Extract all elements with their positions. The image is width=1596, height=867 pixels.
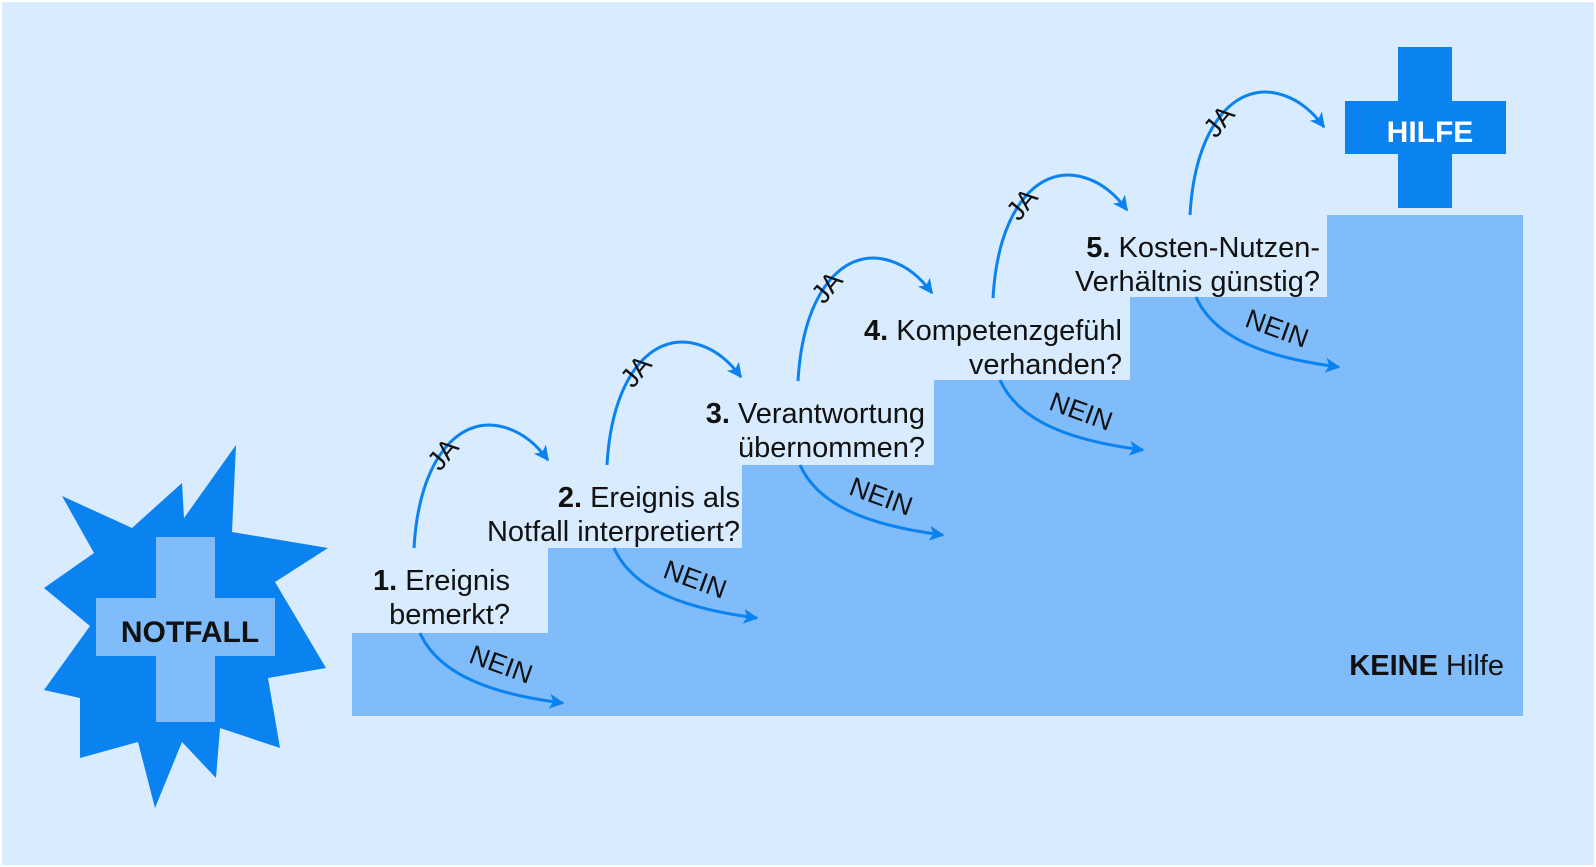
staircase bbox=[352, 215, 1523, 716]
step-question-line2: verhanden? bbox=[969, 349, 1122, 381]
ja-arrow bbox=[796, 256, 934, 382]
keine-word: KEINE bbox=[1349, 650, 1438, 682]
step-question-line2: bemerkt? bbox=[389, 599, 510, 631]
step-question-line1: 2. Ereignis als bbox=[558, 482, 740, 514]
step-question-line2: Notfall interpretiert? bbox=[487, 516, 740, 548]
step-question-line1: 3. Verantwortung bbox=[706, 398, 925, 430]
ja-arrow bbox=[605, 340, 743, 466]
nein-arrow bbox=[1194, 296, 1341, 373]
ja-arrow bbox=[1188, 90, 1326, 216]
notfall-label: NOTFALL bbox=[121, 616, 259, 649]
ja-arrow bbox=[412, 423, 550, 549]
step-text: Ereignis bbox=[397, 565, 510, 597]
step-question-line1: 4. Kompetenzgefühl bbox=[864, 315, 1122, 347]
step-number: 2. bbox=[558, 482, 582, 514]
step-question-line1: 1. Ereignis bbox=[373, 565, 510, 597]
hilfe-word: Hilfe bbox=[1438, 650, 1504, 682]
nein-arrow bbox=[612, 547, 759, 624]
step-number: 5. bbox=[1086, 232, 1110, 264]
step-text: Kosten-Nutzen- bbox=[1110, 232, 1320, 264]
step-question-line1: 5. Kosten-Nutzen- bbox=[1086, 232, 1320, 264]
nein-arrow bbox=[798, 464, 945, 541]
nein-arrow bbox=[418, 632, 565, 709]
step-question-line2: Verhältnis günstig? bbox=[1075, 266, 1320, 298]
step-number: 3. bbox=[706, 398, 730, 430]
keine-hilfe-label: KEINE Hilfe bbox=[1349, 650, 1504, 682]
notfall-cross-horizontal bbox=[96, 598, 275, 656]
hilfe-badge: HILFE bbox=[1345, 47, 1506, 208]
notfall-badge: NOTFALL bbox=[44, 445, 328, 808]
step-number: 4. bbox=[864, 315, 888, 347]
hilfe-cross-horizontal bbox=[1345, 101, 1506, 154]
step-text: Kompetenzgefühl bbox=[888, 315, 1122, 347]
step-question-line2: übernommen? bbox=[738, 432, 925, 464]
step-number: 1. bbox=[373, 565, 397, 597]
ja-arrow bbox=[991, 173, 1129, 299]
hilfe-label: HILFE bbox=[1387, 116, 1474, 149]
step-text: Ereignis als bbox=[582, 482, 740, 514]
step-5: 5. Kosten-Nutzen-Verhältnis günstig?JANE… bbox=[1075, 90, 1341, 373]
nein-arrow bbox=[998, 379, 1145, 456]
step-text: Verantwortung bbox=[730, 398, 925, 430]
